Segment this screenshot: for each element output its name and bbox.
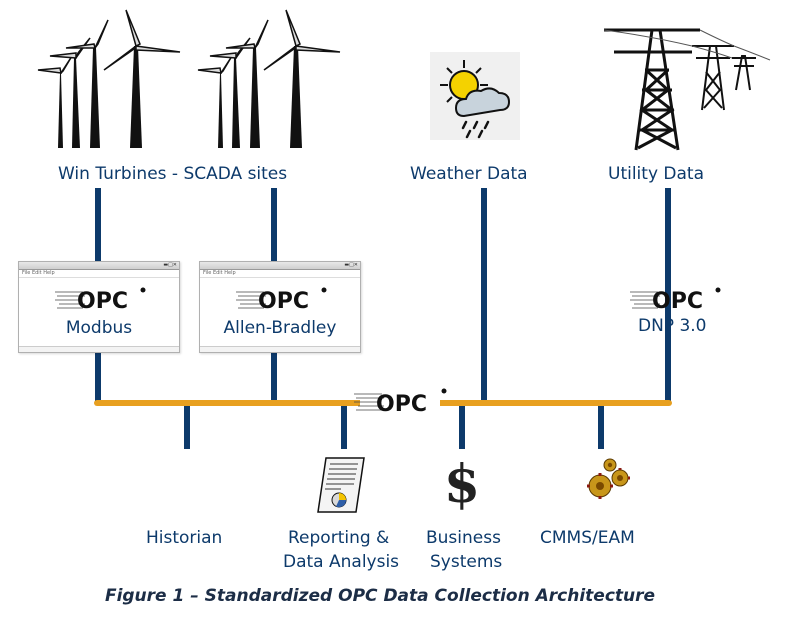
opc-logo: OPC <box>236 287 327 314</box>
weather-label: Weather Data <box>410 164 528 184</box>
svg-text:OPC: OPC <box>77 289 128 314</box>
opc-logo-bus: OPC <box>354 388 447 417</box>
svg-text:$: $ <box>444 454 480 515</box>
opc-logo-dnp: OPC <box>630 287 721 314</box>
wind-turbines-left-icon <box>37 9 181 148</box>
connector-reporting <box>341 403 347 449</box>
business-label-line2: Systems <box>430 552 503 572</box>
modbus-opc-window: ▬□✕ File Edit Help OPC Modbus <box>18 261 180 353</box>
gears-icon <box>587 458 630 499</box>
window-titlebar: ▬□✕ <box>19 262 179 270</box>
window-statusbar <box>19 346 179 352</box>
window-controls: ▬□✕ <box>344 262 358 268</box>
modbus-label: Modbus <box>65 318 133 338</box>
business-label-line1: Business <box>426 528 501 548</box>
connector-historian <box>184 403 190 449</box>
connector-weather <box>481 188 487 403</box>
allen-bradley-opc-window: ▬□✕ File Edit Help OPC Allen-Bradley <box>199 261 361 353</box>
figure-caption: Figure 1 – Standardized OPC Data Collect… <box>104 586 656 606</box>
opc-logo: OPC <box>55 287 146 314</box>
cmms-label: CMMS/EAM <box>540 528 635 548</box>
svg-text:OPC: OPC <box>652 289 703 314</box>
weather-icon <box>430 52 520 140</box>
dollar-icon: $ <box>444 454 480 515</box>
allen-bradley-label: Allen-Bradley <box>223 318 337 338</box>
svg-text:OPC: OPC <box>258 289 309 314</box>
svg-text:OPC: OPC <box>376 392 427 417</box>
window-menubar: File Edit Help <box>200 270 360 278</box>
connector-business <box>459 403 465 449</box>
utility-label: Utility Data <box>608 164 704 184</box>
window-controls: ▬□✕ <box>163 262 177 268</box>
reporting-label-line2: Data Analysis <box>283 552 400 572</box>
connector-utility <box>665 188 671 403</box>
document-icon <box>317 457 365 513</box>
window-menubar: File Edit Help <box>19 270 179 278</box>
reporting-label-line1: Reporting & <box>288 528 390 548</box>
turbines-label: Win Turbines - SCADA sites <box>58 164 288 184</box>
connector-cmms <box>598 403 604 449</box>
wind-turbines-right-icon <box>197 9 341 148</box>
power-tower-icon <box>603 28 771 151</box>
historian-label: Historian <box>146 528 223 548</box>
window-statusbar <box>200 346 360 352</box>
window-titlebar: ▬□✕ <box>200 262 360 270</box>
dnp-label: DNP 3.0 <box>638 316 707 336</box>
